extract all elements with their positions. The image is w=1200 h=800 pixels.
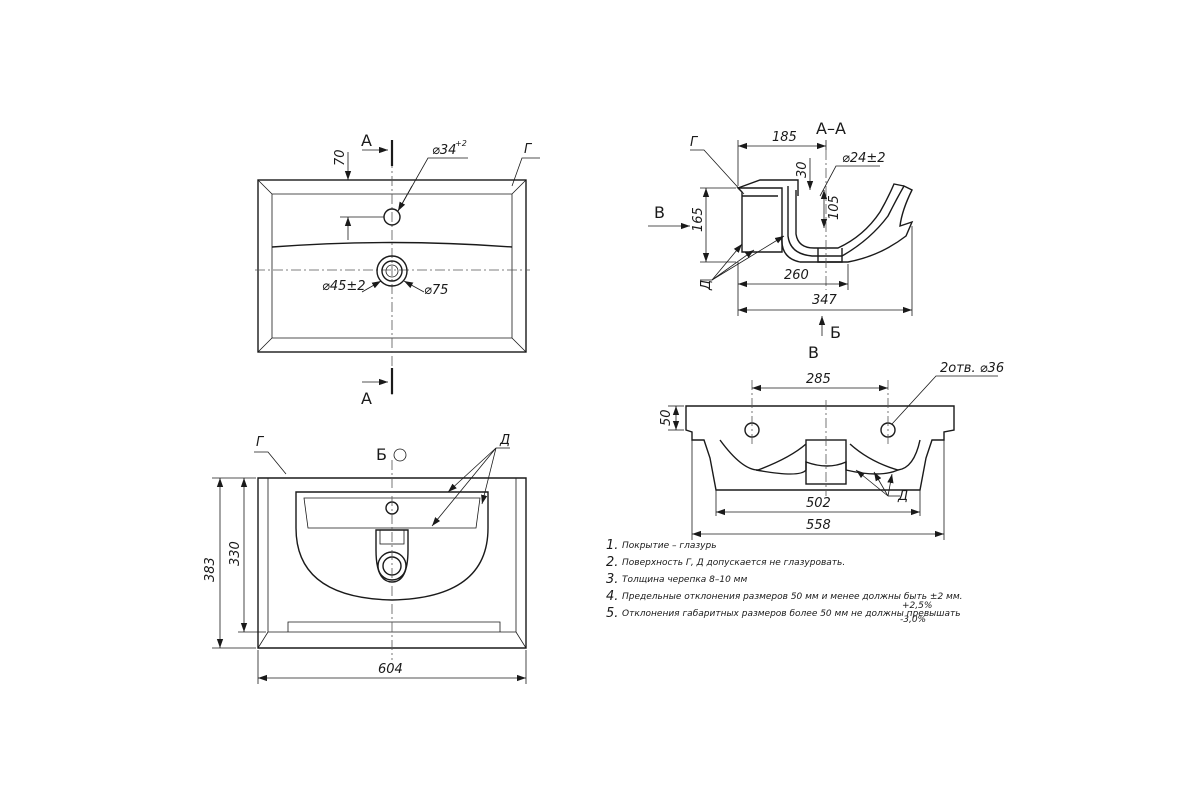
side-view: В 285 2отв. ⌀36 50 502 558 (659, 343, 1004, 540)
dim-d24-leader (819, 165, 880, 197)
tolerance-minus: -3,0% (900, 615, 926, 625)
hatch-d-leader-side-3 (887, 473, 894, 497)
dim-347: 347 (812, 293, 838, 308)
dim-d75-arrow (403, 280, 425, 293)
hatch-d-mark-section: Д (699, 280, 714, 291)
side-view-bowl-bottom (755, 460, 899, 475)
hatch-d-leader-2 (431, 447, 497, 527)
view-arrow-b-label: Б (830, 323, 841, 342)
dim-d34: ⌀34 (432, 143, 456, 158)
detail-b-symbol (393, 448, 407, 462)
holes-note-leader (891, 375, 998, 425)
front-view-bowl-shelf (303, 497, 481, 529)
hatch-d-leader-section-2 (711, 249, 755, 281)
dim-30: 30 (795, 161, 810, 178)
section-back-top (737, 179, 799, 197)
notes-block: 1. Покрытие – глазурь 2. Поверхность Г, … (606, 538, 963, 625)
dim-558: 558 (806, 518, 831, 533)
detail-b-mark: Б (376, 445, 387, 464)
dim-d45-arrow (361, 280, 382, 293)
section-label-a-bottom: А (361, 389, 372, 408)
hatch-d-leader-section-3 (711, 243, 743, 281)
side-view-title: В (808, 343, 819, 362)
view-arrow-v-label: В (654, 203, 665, 222)
dim-383: 383 (203, 557, 218, 582)
note-3: 3. Толщина черепка 8–10 мм (606, 572, 747, 587)
hatch-d-mark-side: Д (897, 489, 908, 504)
surface-g-leader-top (511, 157, 540, 187)
note-text: Толщина черепка 8–10 мм (622, 575, 747, 585)
note-4: 4. Предельные отклонения размеров 50 мм … (606, 589, 963, 604)
hatch-d-leader-side-1 (855, 469, 889, 497)
dim-105: 105 (827, 195, 842, 220)
note-text: Отклонения габаритных размеров более 50 … (622, 609, 961, 619)
section-bowl-inner (795, 183, 905, 249)
dim-d34-tol: +2 (455, 139, 467, 148)
note-2: 2. Поверхность Г, Д допускается не глазу… (606, 555, 845, 570)
note-num: 3. (606, 572, 618, 587)
holes-note: 2отв. ⌀36 (940, 361, 1004, 376)
dim-285: 285 (806, 372, 831, 387)
section-title: А–А (816, 119, 846, 138)
dim-d24: ⌀24±2 (842, 151, 886, 166)
section-label-a-top: А (361, 131, 372, 150)
dim-502: 502 (806, 496, 831, 511)
surface-g-leader-front (254, 451, 287, 475)
dim-70: 70 (333, 149, 348, 166)
drain-core (385, 264, 399, 278)
note-5: 5. Отклонения габаритных размеров более … (606, 606, 961, 621)
hatch-d-mark-front: Д (499, 433, 510, 448)
note-num: 1. (606, 538, 618, 553)
section-bowl (781, 185, 914, 263)
surface-g-mark-top: Г (524, 142, 533, 157)
surface-g-leader-section (690, 149, 745, 195)
tolerance-plus: +2,5% (902, 601, 932, 611)
note-text: Покрытие – глазурь (622, 541, 717, 551)
section-view: А–А 185 30 ⌀24±2 105 165 260 347 Г (648, 119, 914, 342)
hatch-d-leader-side-2 (873, 471, 889, 497)
hatch-d-leader-3 (481, 447, 497, 505)
dim-604: 604 (378, 662, 403, 677)
dim-260: 260 (784, 268, 809, 283)
drain-inner (381, 260, 403, 282)
dim-d75: ⌀75 (424, 283, 448, 298)
dim-d45: ⌀45±2 (322, 279, 366, 294)
note-1: 1. Покрытие – глазурь (606, 538, 717, 553)
dim-50: 50 (659, 409, 674, 426)
drain-outer (376, 255, 408, 287)
hatch-d-leader-1 (447, 447, 497, 493)
surface-g-mark-section: Г (690, 135, 699, 150)
note-num: 4. (606, 589, 618, 604)
hatch-d-leader-section-1 (711, 235, 785, 281)
dim-d34-arrow (397, 185, 413, 212)
note-text: Поверхность Г, Д допускается не глазуров… (622, 558, 845, 568)
dim-d34-leader (397, 157, 468, 212)
section-back-wall (736, 187, 783, 253)
dim-330: 330 (228, 541, 243, 566)
note-text: Предельные отклонения размеров 50 мм и м… (622, 592, 963, 602)
note-num: 5. (606, 606, 618, 621)
section-drain (817, 248, 843, 263)
top-view: А А 70 ⌀34 +2 Г ⌀45±2 ⌀75 (255, 131, 540, 408)
front-view: Б Г Д 383 330 604 (203, 433, 527, 684)
note-num: 2. (606, 555, 618, 570)
surface-g-mark-front: Г (256, 435, 265, 450)
dim-165: 165 (691, 207, 706, 232)
top-view-bowl-edge (271, 241, 513, 248)
dim-185: 185 (772, 130, 797, 145)
front-overflow-slot (379, 529, 405, 545)
